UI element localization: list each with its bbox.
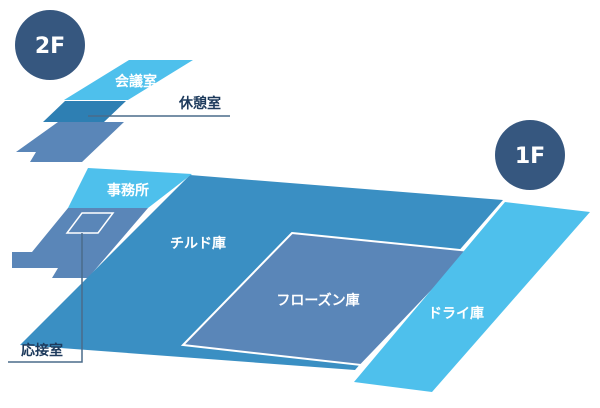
break-room-area [43,101,126,122]
2f-badge [15,10,85,80]
frozen-storage-area [180,231,473,367]
2f-lower-area [16,122,124,162]
break-room-label: 休憩室 [178,95,221,112]
dry-storage-label: ドライ庫 [428,305,484,322]
meeting-room-label: 会議室 [115,73,157,90]
floor-2f: 会議室 休憩室 2F [15,10,230,162]
chilled-storage-label: チルド庫 [170,235,226,252]
dry-storage-area [354,202,590,392]
1f-left-wing [12,208,148,278]
reception-room-outline [65,212,115,234]
office-label: 事務所 [107,182,149,199]
reception-room-leader-line [8,233,83,363]
meeting-room-area [64,60,193,100]
1f-badge-text: 1F [515,144,545,169]
office-area [68,168,192,208]
1f-badge [495,120,565,190]
floor-1f: 事務所 チルド庫 フローズン庫 ドライ庫 応接室 1F [8,120,590,392]
frozen-storage-label: フローズン庫 [276,292,359,309]
reception-room-label: 応接室 [21,342,63,359]
2f-badge-text: 2F [35,34,65,59]
